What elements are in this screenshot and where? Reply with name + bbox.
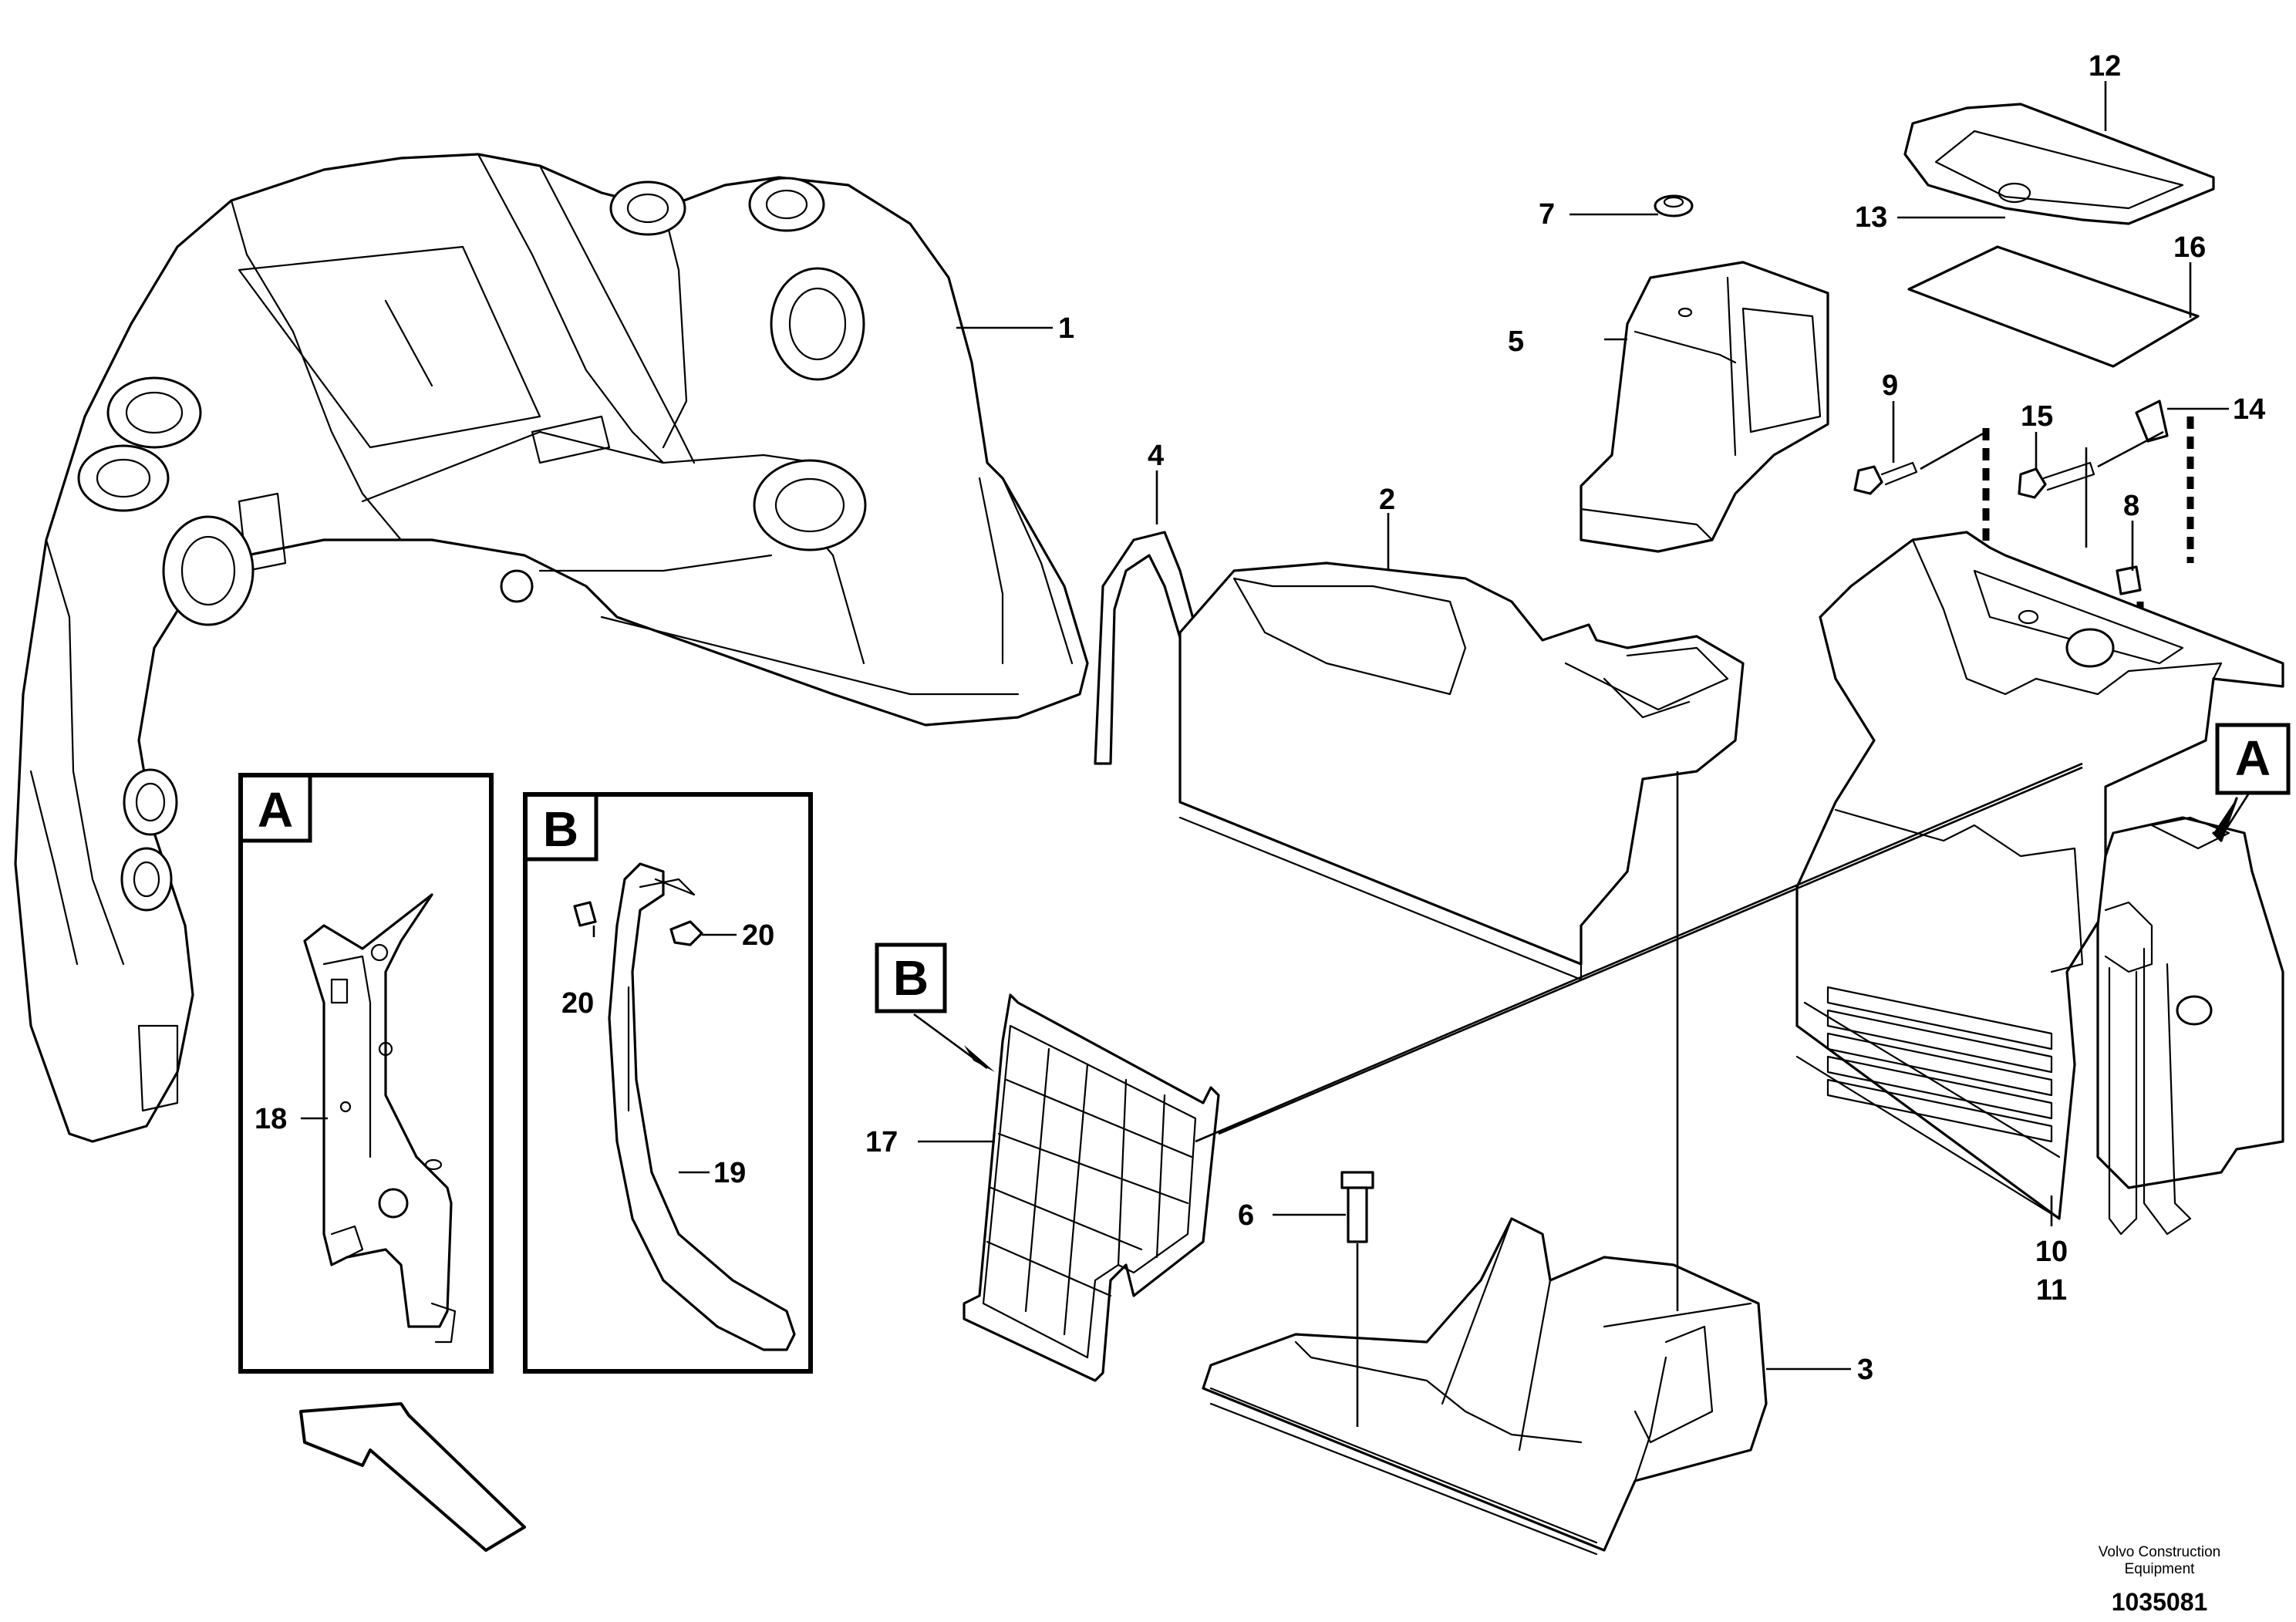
callout-20-right: 20	[742, 919, 774, 952]
callout-19: 19	[713, 1157, 746, 1189]
detail-a-box: A	[238, 773, 494, 1374]
part-1-dashboard-panel	[14, 153, 1089, 1143]
callout-9: 9	[1882, 369, 1898, 402]
callout-12: 12	[2089, 50, 2121, 83]
detail-b-letter: B	[543, 801, 578, 857]
callout-7: 7	[1539, 198, 1555, 231]
callout-18: 18	[255, 1103, 287, 1135]
part-6-bolt	[1340, 1171, 1374, 1427]
callout-4: 4	[1148, 440, 1164, 472]
callout-15: 15	[2021, 400, 2053, 433]
part-3-lower-tray	[1202, 1217, 1768, 1556]
part-15-bolt	[2018, 461, 2095, 499]
part-14-clip	[2135, 400, 2169, 443]
callout-1: 1	[1058, 312, 1074, 345]
part-19-seal-strip	[608, 862, 796, 1351]
part-12-lid	[1903, 103, 2215, 225]
part-10-louvres	[1826, 986, 2053, 1143]
callout-20-left: 20	[561, 987, 594, 1020]
part-9-screw	[1853, 461, 1918, 495]
ref-b-marker: B	[875, 766, 2083, 1135]
view-direction-arrow-icon	[299, 1402, 526, 1552]
callout-14: 14	[2233, 393, 2265, 426]
part-8-clip	[2116, 565, 2142, 595]
callout-numbers: 1 2 3 4 5 6 7 8 9 10 11 12 13 14 15 16 1…	[255, 50, 2265, 1386]
leader-lines	[301, 81, 2229, 1371]
callout-8: 8	[2123, 490, 2139, 522]
callout-11: 11	[2036, 1274, 2067, 1307]
svg-text:B: B	[893, 950, 929, 1006]
part-17-mesh-net	[963, 993, 1220, 1382]
svg-text:A: A	[2235, 730, 2271, 786]
credit-line-2: Equipment	[2125, 1561, 2196, 1577]
ref-a-marker: A	[1195, 723, 2291, 1143]
callout-13: 13	[1855, 201, 1887, 234]
credit-line-1: Volvo Construction	[2099, 1544, 2220, 1560]
part-5-air-duct	[1580, 194, 1829, 553]
part-20-clip-left	[573, 901, 597, 927]
footer: Volvo Construction Equipment 1035081	[2099, 1544, 2220, 1616]
detail-a-letter: A	[258, 782, 293, 838]
part-16-mat	[1907, 245, 2200, 368]
callout-17: 17	[865, 1126, 898, 1158]
callout-10: 10	[2035, 1236, 2068, 1268]
part-10-rear-housing	[1795, 531, 2284, 1236]
detail-b-box: B	[523, 792, 813, 1374]
drawing-number: 1035081	[2112, 1588, 2208, 1616]
part-20-clip-right	[669, 920, 703, 946]
callout-6: 6	[1238, 1199, 1254, 1232]
callout-2: 2	[1379, 484, 1395, 516]
callout-16: 16	[2173, 231, 2206, 264]
part-2-console-panel	[1178, 561, 1745, 981]
callout-5: 5	[1508, 325, 1524, 358]
callout-3: 3	[1857, 1354, 1873, 1386]
